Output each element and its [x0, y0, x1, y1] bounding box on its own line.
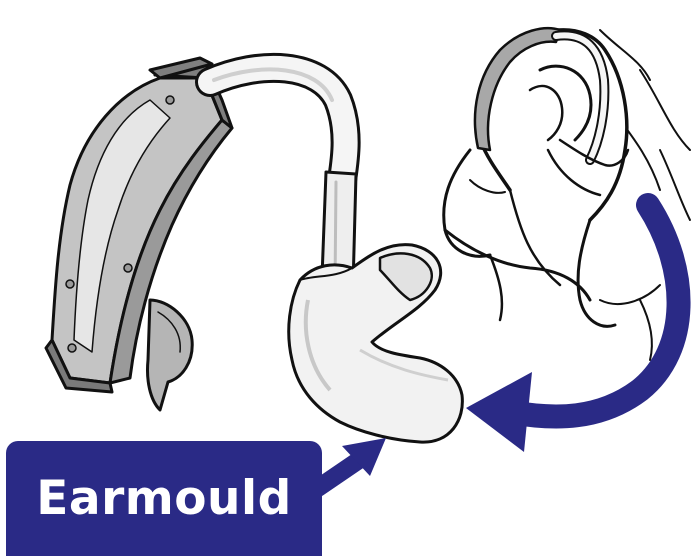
arrow-icon: [466, 205, 679, 452]
curved-arrow-head: [466, 372, 532, 452]
earmould-icon: [289, 245, 463, 443]
earmould-label: Earmould: [6, 441, 322, 556]
curved-arrow-shaft: [510, 205, 679, 417]
screw-icon: [66, 280, 74, 288]
label-arrow-icon: [318, 438, 386, 488]
screw-icon: [166, 96, 174, 104]
ear-icon: [444, 28, 690, 360]
battery-door: [148, 300, 193, 410]
screw-icon: [124, 264, 132, 272]
earmould-label-text: Earmould: [36, 471, 291, 526]
screw-icon: [68, 344, 76, 352]
hearing-aid-icon: [46, 58, 232, 410]
ear-helix: [505, 30, 627, 220]
earmould-body: [289, 245, 463, 443]
